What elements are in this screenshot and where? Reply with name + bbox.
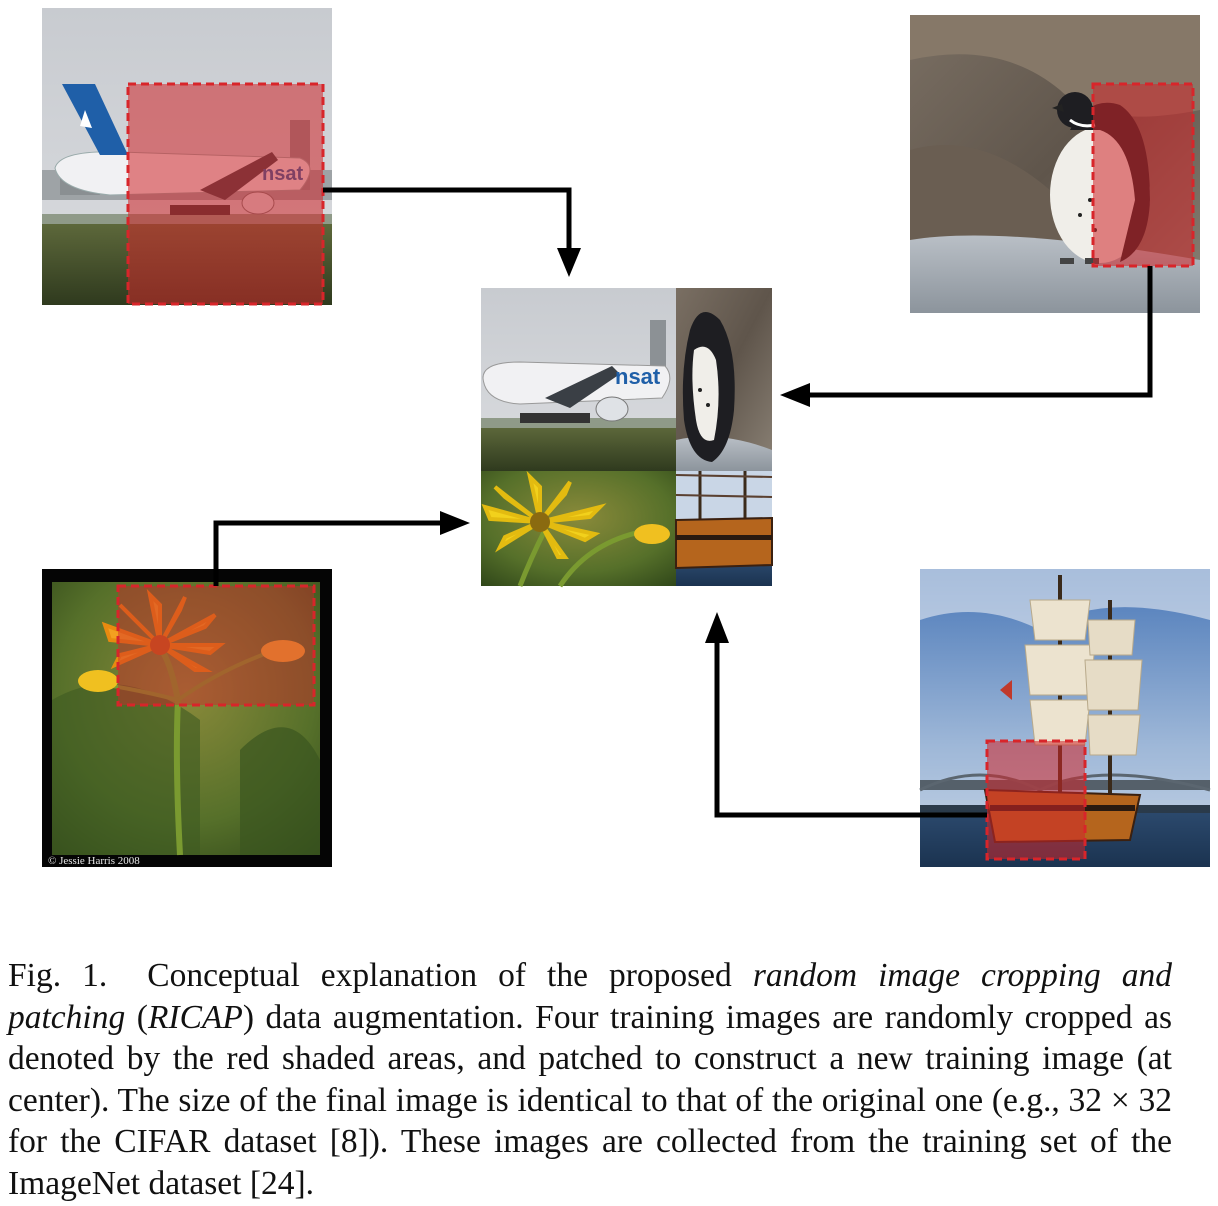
arrow-penguin	[805, 266, 1153, 398]
penguin-crop-region	[1091, 82, 1195, 268]
penguin-panel	[910, 15, 1200, 313]
ricap-figure: nsat ©	[42, 8, 1211, 867]
caption-text-1: Conceptual explanation of the proposed	[147, 957, 753, 994]
arrow-ship	[714, 640, 987, 818]
arrow-flower-head	[440, 511, 470, 535]
flower-crop-region	[116, 584, 316, 707]
patch-airplane-livery-text: nsat	[615, 364, 661, 389]
caption-text-3: ) data augmentation. Four training image…	[8, 998, 1172, 1202]
patched-image: nsat	[481, 288, 773, 588]
airplane-crop-region	[126, 82, 325, 306]
caption-label: Fig. 1.	[8, 957, 108, 994]
ship-crop-region	[985, 739, 1087, 861]
airplane-panel: nsat	[42, 8, 332, 306]
flower-photo-credit: © Jessie Harris 2008	[48, 855, 140, 867]
arrow-ship-head	[705, 612, 729, 643]
flower-panel: © Jessie Harris 2008	[42, 569, 332, 867]
caption-italic-method: random image cropping and patching	[8, 957, 1172, 1036]
caption-text-2: (	[125, 998, 148, 1036]
arrow-flower	[213, 520, 445, 586]
figure-caption: Fig. 1. Conceptual explanation of the pro…	[8, 955, 1172, 1204]
caption-italic-acronym: RICAP	[147, 998, 243, 1036]
arrow-penguin-head	[780, 383, 810, 407]
arrows	[213, 187, 1153, 818]
ship-panel	[919, 569, 1211, 867]
arrow-airplane-head	[557, 248, 581, 277]
arrow-airplane	[323, 187, 572, 255]
